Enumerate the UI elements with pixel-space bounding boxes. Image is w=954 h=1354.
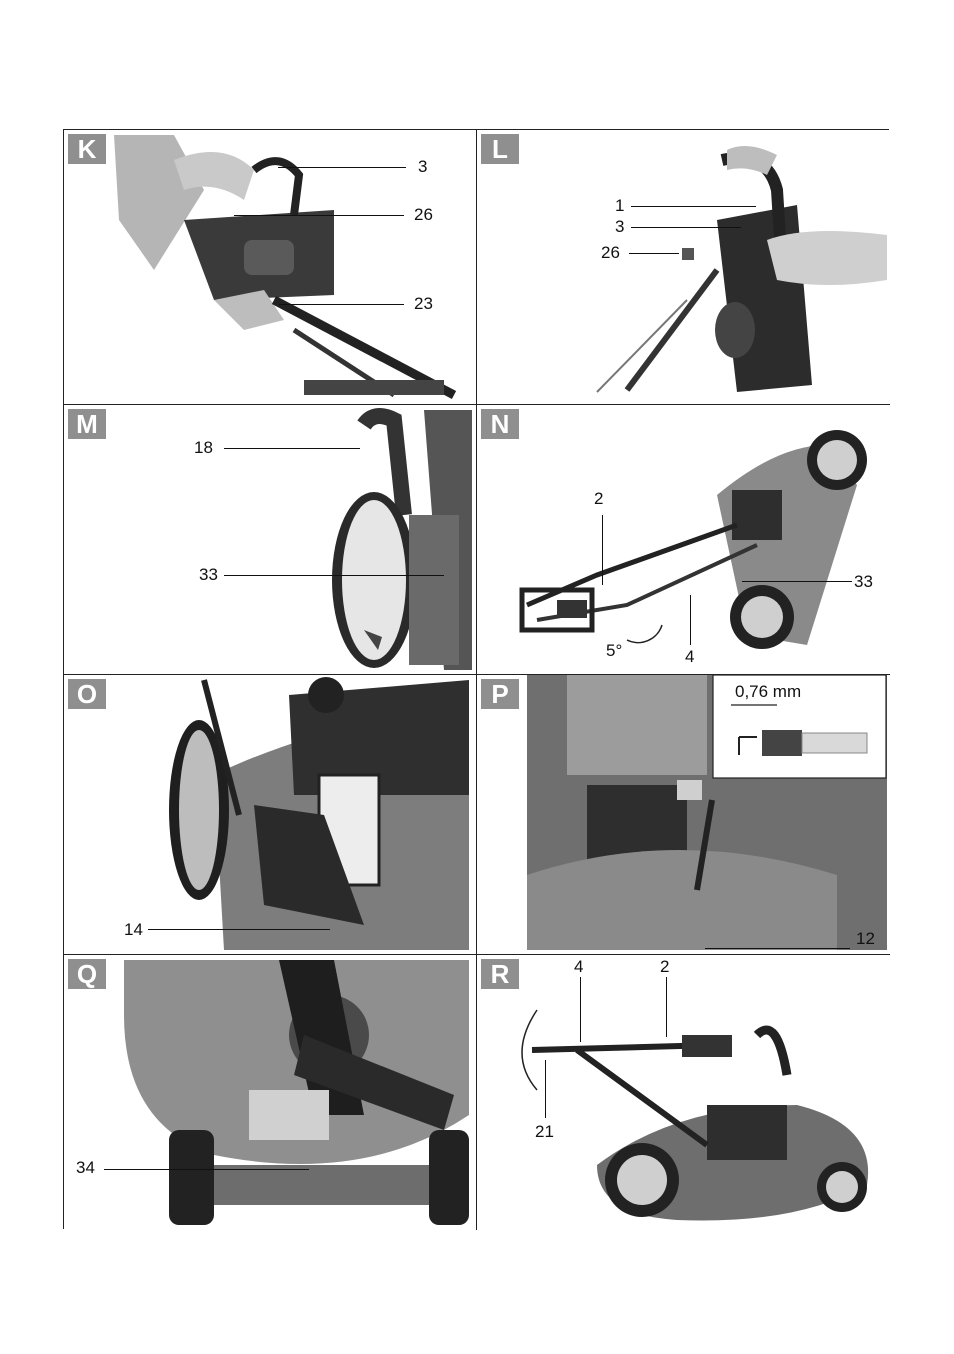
panel-letter: M <box>68 409 106 439</box>
panel-k: K 3 26 23 <box>64 130 477 405</box>
callout-33: 33 <box>854 572 873 591</box>
callout-3: 3 <box>615 217 625 236</box>
callout-4: 4 <box>685 647 695 666</box>
leader-12 <box>705 948 850 950</box>
callout-26: 26 <box>601 243 620 262</box>
callout-5deg: 5° <box>606 641 623 660</box>
callout-gap: 0,76 mm <box>735 682 802 701</box>
callout-1: 1 <box>615 196 625 215</box>
leader-3 <box>278 167 406 169</box>
leader-26 <box>234 215 404 217</box>
height-lever-photo <box>332 408 472 670</box>
callout-34: 34 <box>76 1158 95 1177</box>
callout-2: 2 <box>594 489 604 508</box>
callout-33: 33 <box>199 565 218 584</box>
leader-4 <box>580 977 582 1042</box>
air-filter-photo <box>169 677 469 950</box>
panel-n: N 2 33 5° 4 <box>477 405 890 675</box>
callout-21: 21 <box>535 1122 554 1141</box>
panel-letter: P <box>481 679 519 709</box>
callout-26: 26 <box>414 205 433 224</box>
panel-letter: Q <box>68 959 106 989</box>
callout-2: 2 <box>660 957 670 976</box>
handle-fold-photo <box>596 146 887 393</box>
panel-letter: R <box>481 959 519 989</box>
callout-12: 12 <box>856 929 875 948</box>
leader-33 <box>224 575 444 577</box>
callout-18: 18 <box>194 438 213 457</box>
callout-4: 4 <box>574 957 584 976</box>
leader-3 <box>631 227 741 229</box>
leader-21 <box>545 1060 547 1118</box>
handle-grip-photo <box>114 135 457 399</box>
leader-4 <box>690 595 692 645</box>
leader-2 <box>602 515 604 585</box>
leader-18 <box>224 448 360 450</box>
callout-23: 23 <box>414 294 433 313</box>
callout-3: 3 <box>418 157 428 176</box>
leader-26 <box>629 253 679 255</box>
panel-m: M 18 33 <box>64 405 477 675</box>
leader-33 <box>742 581 852 583</box>
panel-letter: K <box>68 134 106 164</box>
panel-letter: N <box>481 409 519 439</box>
panel-q: Q 34 <box>64 955 477 1230</box>
mower-folded-photo <box>521 1009 869 1221</box>
leader-34 <box>104 1169 309 1171</box>
leader-1 <box>631 206 756 208</box>
panel-l: L 1 3 26 <box>477 130 890 405</box>
figure-grid: K 3 26 23 L 1 <box>63 129 890 1230</box>
panel-p: P 0,76 mm 12 35 <box>477 675 890 955</box>
leader-14 <box>148 929 330 931</box>
panel-letter: L <box>481 134 519 164</box>
panel-letter: O <box>68 679 106 709</box>
panel-r: R 4 2 21 <box>477 955 890 1230</box>
leader-2 <box>666 977 668 1037</box>
mower-tilted-photo <box>519 430 867 649</box>
leader-23 <box>279 304 404 306</box>
callout-14: 14 <box>124 920 143 939</box>
panel-o: O 14 15 <box>64 675 477 955</box>
blade-underside-photo <box>124 960 469 1225</box>
spark-plug-photo <box>527 675 887 950</box>
